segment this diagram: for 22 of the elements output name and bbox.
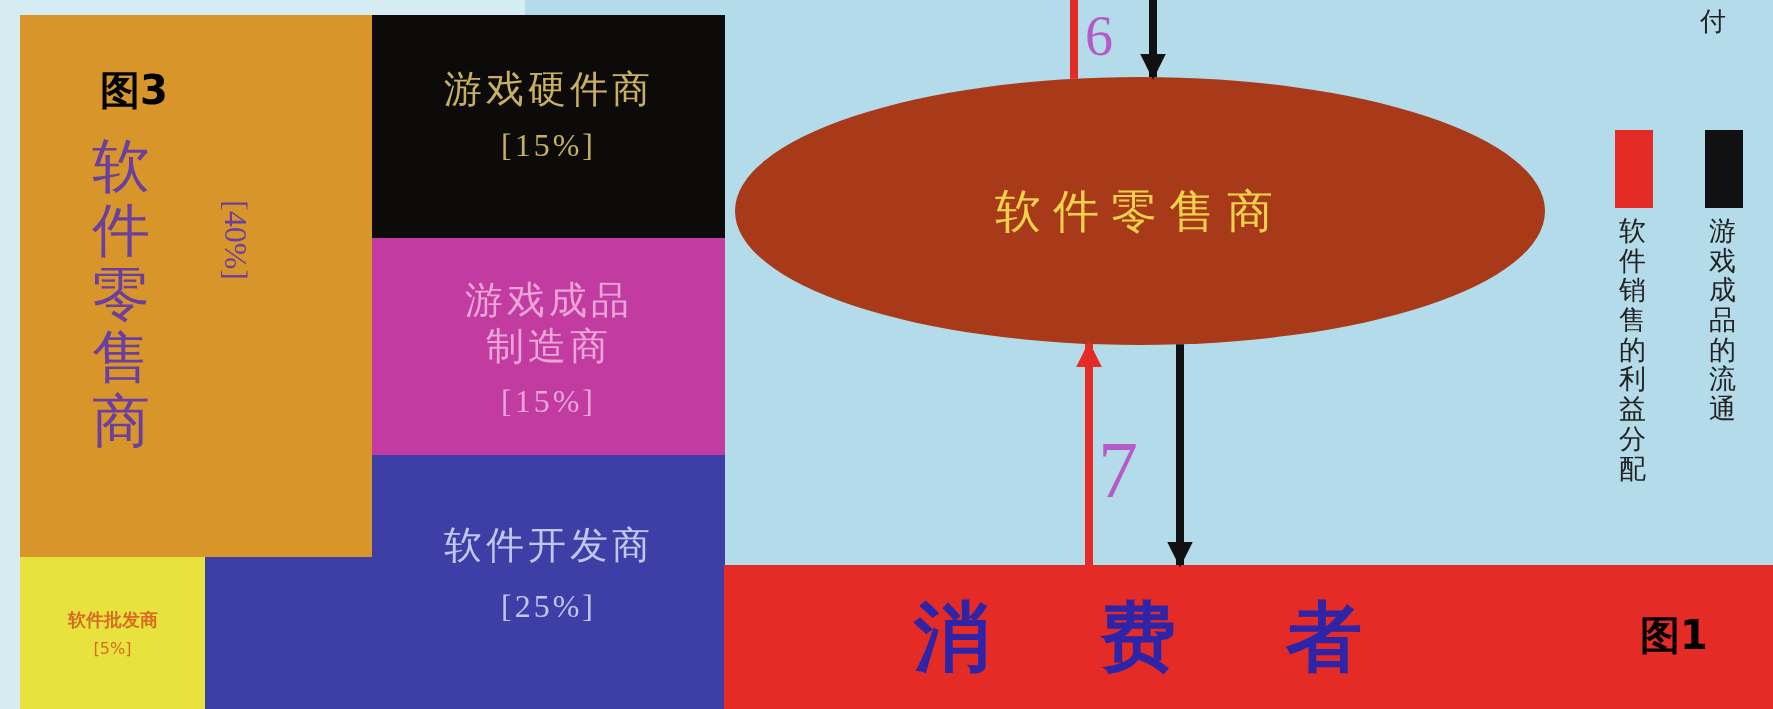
vertical-note: 付 bbox=[1700, 5, 1726, 38]
block-label: 软件开发商 bbox=[443, 522, 654, 569]
label-text: 6 bbox=[1085, 4, 1113, 69]
arrow bbox=[1140, 0, 1166, 80]
ellipse-label: 软件零售商 bbox=[995, 182, 1285, 240]
percent-label: [15%] bbox=[501, 125, 596, 165]
label-text: 7 bbox=[1098, 425, 1138, 516]
percent-label: [15%] bbox=[501, 382, 596, 422]
legend-label: 软件销售的利益分配 bbox=[1619, 216, 1646, 484]
label-text: 图1 bbox=[1640, 611, 1708, 660]
block-label: 游戏成品制造商 bbox=[463, 278, 634, 370]
arrow bbox=[1076, 341, 1102, 565]
percent-label: [40%] bbox=[220, 200, 252, 280]
block-label: 游戏硬件商 bbox=[442, 67, 655, 113]
block-label: 软件零售商 bbox=[92, 135, 150, 454]
percent-label: [25%] bbox=[501, 587, 596, 626]
block-label: 软件批发商 bbox=[67, 607, 158, 632]
arrow bbox=[1167, 344, 1193, 568]
legend-label: 游戏成品的流通 bbox=[1709, 216, 1736, 424]
percent-label: [5%] bbox=[93, 637, 132, 660]
band-label: 消费者 bbox=[914, 591, 1472, 683]
label-text: 图3 bbox=[100, 66, 168, 115]
